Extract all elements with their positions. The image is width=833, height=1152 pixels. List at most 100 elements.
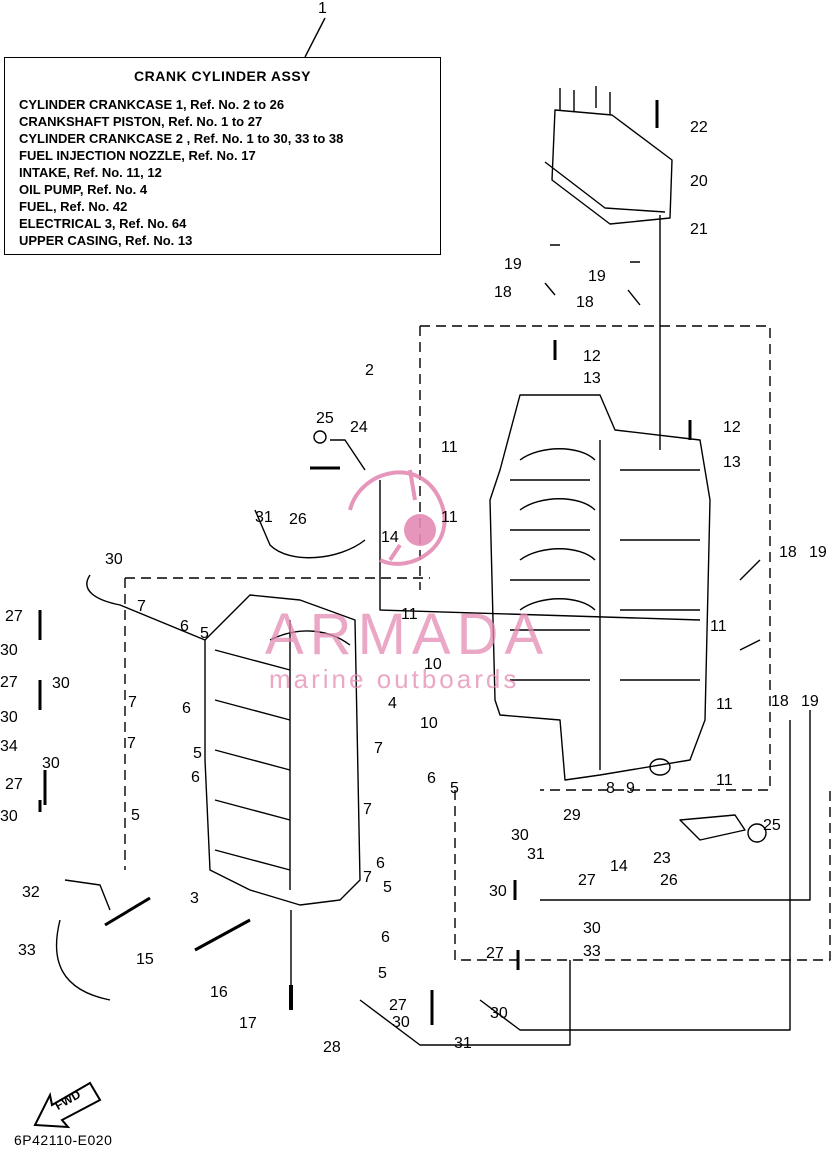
callout-32: 32 xyxy=(22,884,40,901)
callout-9: 9 xyxy=(626,780,635,797)
callout-7: 7 xyxy=(363,869,372,886)
callout-33: 33 xyxy=(583,943,601,960)
callout-16: 16 xyxy=(210,984,228,1001)
callout-27: 27 xyxy=(5,608,23,625)
callout-27: 27 xyxy=(0,674,18,691)
callout-19: 19 xyxy=(801,693,819,710)
callout-26: 26 xyxy=(289,511,307,528)
callout-13: 13 xyxy=(583,370,601,387)
callout-19: 19 xyxy=(588,268,606,285)
legend-item: CYLINDER CRANKCASE 2 , Ref. No. 1 to 30,… xyxy=(19,131,344,146)
callout-21: 21 xyxy=(690,221,708,238)
callout-5: 5 xyxy=(383,879,392,896)
legend-item: FUEL, Ref. No. 42 xyxy=(19,199,128,214)
callout-27: 27 xyxy=(5,776,23,793)
callout-5: 5 xyxy=(450,780,459,797)
callout-18: 18 xyxy=(494,284,512,301)
bolt-16 xyxy=(194,918,251,952)
cap-25 xyxy=(313,430,327,444)
callout-25: 25 xyxy=(316,410,334,427)
parts-legend-box: CRANK CYLINDER ASSY CYLINDER CRANKCASE 1… xyxy=(4,57,441,255)
callout-27: 27 xyxy=(389,997,407,1014)
callout-11: 11 xyxy=(716,696,733,713)
callout-30: 30 xyxy=(0,709,18,726)
callout-2: 2 xyxy=(365,362,374,379)
oil-seal-9 xyxy=(649,758,671,776)
callout-18: 18 xyxy=(779,544,797,561)
callout-17: 17 xyxy=(239,1015,257,1032)
hose-26-line xyxy=(379,480,701,621)
callout-6: 6 xyxy=(376,855,385,872)
callout-6: 6 xyxy=(427,770,436,787)
callout-5: 5 xyxy=(131,807,140,824)
callout-22: 22 xyxy=(690,119,708,136)
callout-30: 30 xyxy=(105,551,123,568)
callout-31: 31 xyxy=(255,509,273,526)
callout-30: 30 xyxy=(42,755,60,772)
callout-30: 30 xyxy=(583,920,601,937)
callout-10: 10 xyxy=(420,715,438,732)
pins-27-30 xyxy=(38,610,47,812)
fwd-arrow: FWD xyxy=(30,1075,105,1135)
hose-31-upper xyxy=(254,509,366,559)
callout-30: 30 xyxy=(490,1005,508,1022)
callout-7: 7 xyxy=(374,740,383,757)
hose-18-19 xyxy=(739,559,761,651)
legend-list: CYLINDER CRANKCASE 1, Ref. No. 2 to 26 C… xyxy=(19,96,343,249)
cover-gasket xyxy=(544,161,666,213)
legend-item: ELECTRICAL 3, Ref. No. 64 xyxy=(19,216,187,231)
callout-20: 20 xyxy=(690,173,708,190)
diagram-code: 6P42110-E020 xyxy=(14,1132,113,1148)
callout-28: 28 xyxy=(323,1039,341,1056)
legend-item: OIL PUMP, Ref. No. 4 xyxy=(19,182,148,197)
callout-5: 5 xyxy=(193,745,202,762)
legend-item: CYLINDER CRANKCASE 1, Ref. No. 2 to 26 xyxy=(19,97,285,112)
callout-31: 31 xyxy=(454,1035,472,1052)
watermark-logo xyxy=(348,469,447,566)
legend-item: UPPER CASING, Ref. No. 13 xyxy=(19,233,193,248)
callout-27: 27 xyxy=(578,872,596,889)
callout-3: 3 xyxy=(190,890,199,907)
cap-25-lower xyxy=(747,823,767,843)
callout-29: 29 xyxy=(563,807,581,824)
callout-33: 33 xyxy=(18,942,36,959)
callout-19: 19 xyxy=(504,256,522,273)
fwd-arrow-icon xyxy=(33,1081,102,1129)
callout-5: 5 xyxy=(378,965,387,982)
legend-item: FUEL INJECTION NOZZLE, Ref. No. 17 xyxy=(19,148,256,163)
callout-27: 27 xyxy=(486,945,504,962)
bolts-12 xyxy=(553,340,692,440)
callout-6: 6 xyxy=(381,929,390,946)
bracket-24 xyxy=(330,439,366,471)
bracket-23 xyxy=(679,814,746,841)
callout-13: 13 xyxy=(723,454,741,471)
callout-34: 34 xyxy=(0,738,18,755)
crankcase-1-block xyxy=(489,394,711,781)
bolt-15 xyxy=(104,896,151,927)
crankcase-1-ribs xyxy=(599,440,700,770)
callout-12: 12 xyxy=(723,419,741,436)
crankcase-1-bearings xyxy=(510,479,590,681)
hose-32-33 xyxy=(55,879,111,1001)
callout-30: 30 xyxy=(392,1014,410,1031)
callout-30: 30 xyxy=(0,808,18,825)
callout-30: 30 xyxy=(52,675,70,692)
callout-6: 6 xyxy=(191,769,200,786)
crankcase-2-bearing-top xyxy=(269,630,351,646)
callout-10: 10 xyxy=(424,656,442,673)
callout-1: 1 xyxy=(318,0,327,17)
callout-11: 11 xyxy=(710,618,727,635)
callout-7: 7 xyxy=(363,801,372,818)
cover-studs xyxy=(559,86,611,114)
callout-24: 24 xyxy=(350,419,368,436)
fittings-18-19 xyxy=(544,244,641,306)
callout-4: 4 xyxy=(388,695,397,712)
callout-14: 14 xyxy=(610,858,628,875)
hose-mid-right xyxy=(540,710,811,901)
callout-8: 8 xyxy=(606,780,615,797)
hose-30-upper xyxy=(86,574,206,641)
callout-30: 30 xyxy=(489,883,507,900)
crankcase-2-ribs xyxy=(214,649,291,871)
